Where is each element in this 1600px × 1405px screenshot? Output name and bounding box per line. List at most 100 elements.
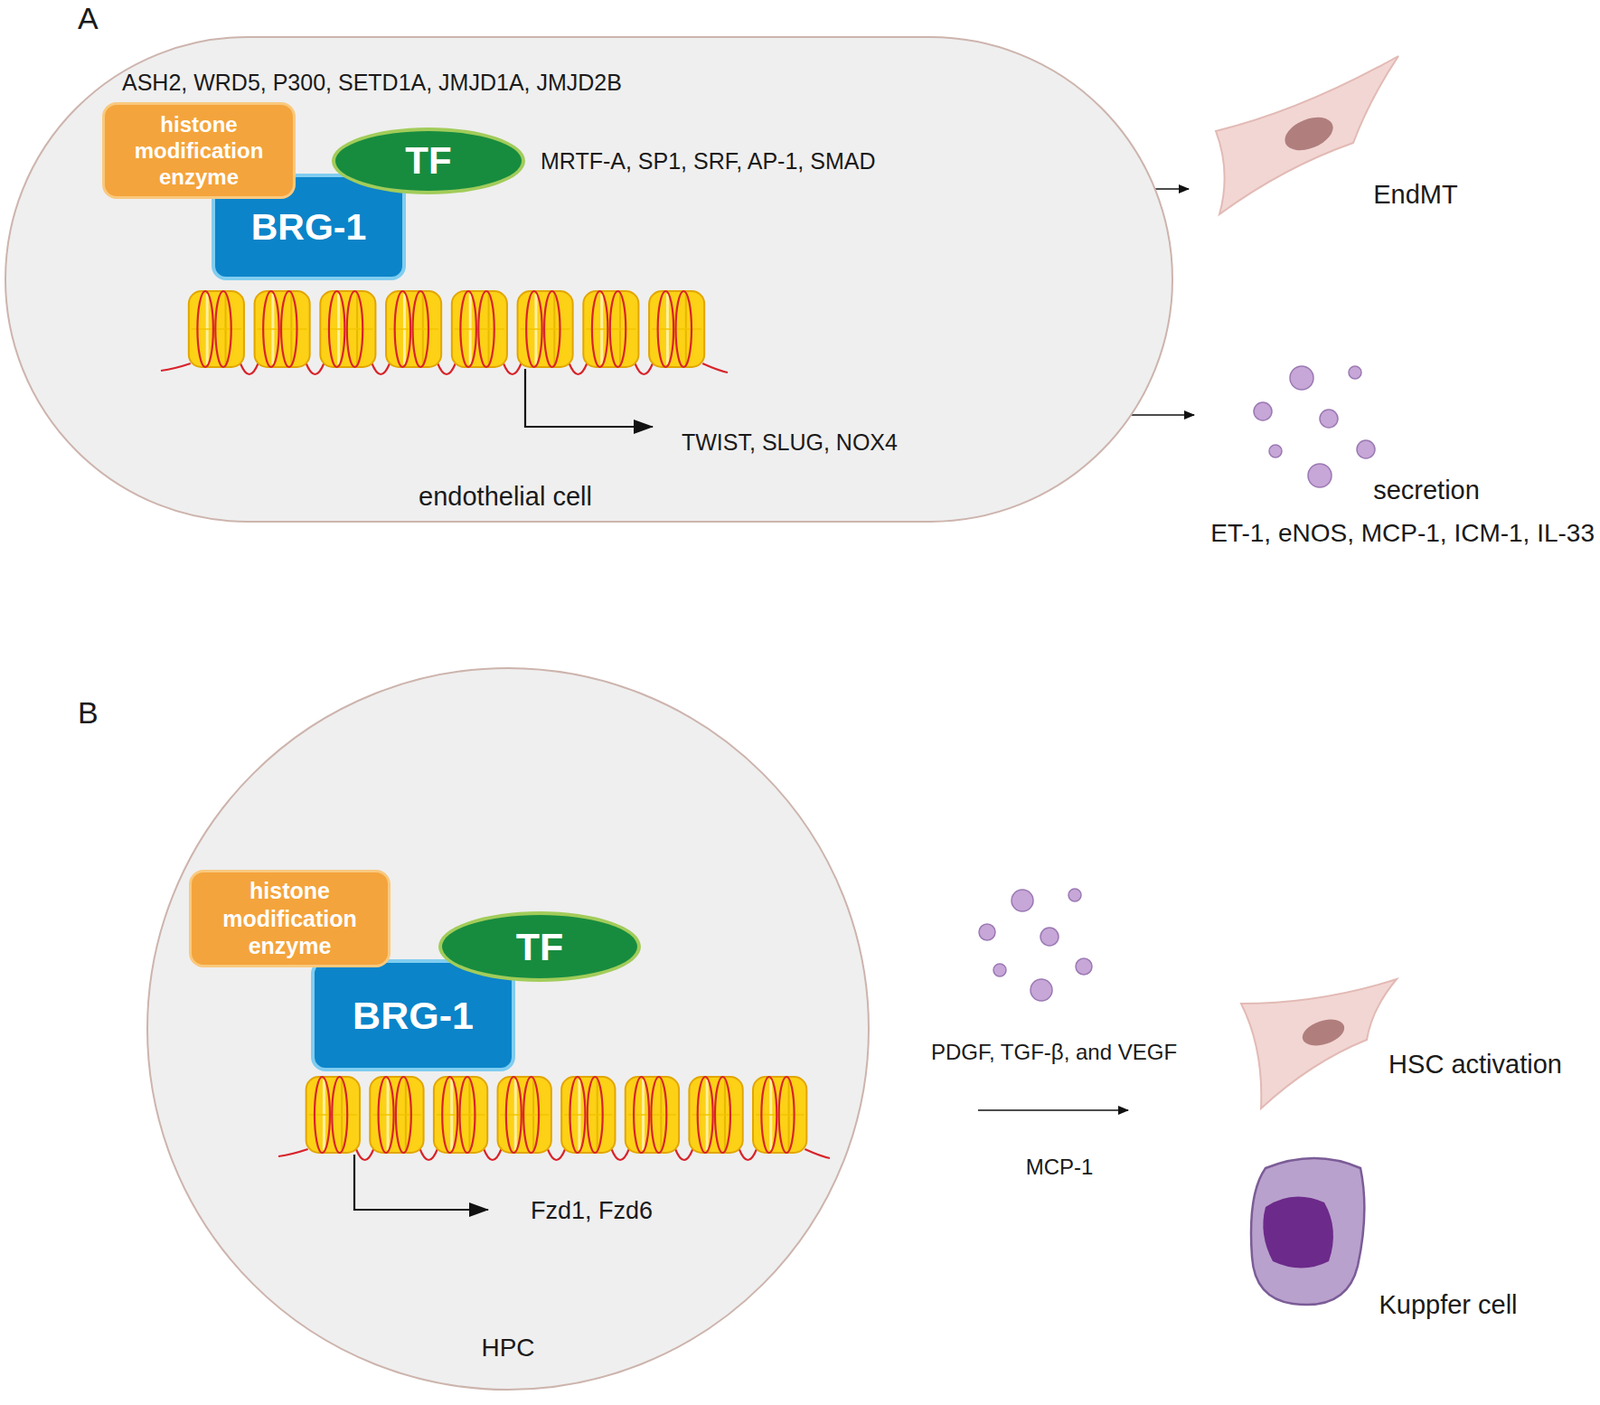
cell-label: HPC: [480, 1332, 535, 1364]
dna-linker: [634, 363, 653, 375]
panel-letter: B: [77, 694, 99, 732]
nucleosome-stripe: [769, 1079, 772, 1150]
nucleosome-stripe: [450, 1079, 453, 1150]
dna-wrap: [658, 291, 674, 368]
enzyme-box: histone modification enzyme: [188, 869, 391, 968]
secreted-factor-dot: [1319, 409, 1338, 428]
nucleosome-stripe: [337, 293, 340, 365]
cell-label: Kuppfer cell: [1378, 1289, 1517, 1321]
panel-letter: A: [77, 0, 99, 38]
nucleosome: [254, 291, 311, 368]
nucleosome-stripe: [225, 293, 227, 365]
secreted-factor-dot: [1011, 889, 1034, 912]
nucleosome-stripe: [520, 328, 571, 330]
annotation-label: MRTF-A, SP1, SRF, AP-1, SMAD: [540, 147, 876, 175]
cell-label: EndMT: [1373, 178, 1458, 211]
nucleosome: [498, 1076, 552, 1153]
transcription-factor: TF: [438, 911, 641, 982]
secreted-factor-dot: [1308, 463, 1332, 488]
box-label: BRG-1: [244, 204, 375, 250]
dna-wrap: [263, 291, 279, 368]
dna-wrap: [347, 291, 363, 368]
nucleosome-stripe: [340, 1079, 343, 1150]
annotation-label: PDGF, TGF-β, and VEGF: [931, 1039, 1177, 1066]
nucleosome-stripe: [386, 1079, 390, 1150]
box-label: TF: [397, 137, 459, 184]
annotation-label: ASH2, WRD5, P300, SETD1A, JMJD1A, JMJD2B: [122, 68, 622, 96]
dna-end: [702, 363, 728, 373]
box-label: TF: [508, 922, 572, 970]
nucleosome-stripe: [628, 1113, 677, 1116]
dna-linker: [503, 363, 522, 375]
dna-wrap: [460, 1076, 476, 1153]
secreted-factor-dot: [1253, 402, 1272, 421]
dna-linker: [483, 1148, 501, 1160]
nucleosome: [649, 291, 705, 368]
secreted-factor-dot: [1040, 927, 1059, 946]
box-label: histone modification enzyme: [191, 876, 388, 960]
secreted-factor-dot: [1269, 444, 1282, 458]
nucleosome: [561, 1076, 615, 1153]
nucleosome-stripe: [619, 293, 622, 365]
annotation-label: ET-1, eNOS, MCP-1, ICM-1, IL-33: [1210, 517, 1595, 549]
dna-linker: [611, 1148, 629, 1160]
stellate-cell: [1241, 978, 1397, 1109]
nucleosome-stripe: [691, 1113, 740, 1116]
dna-linker: [437, 363, 456, 375]
nucleosome-stripe: [488, 293, 490, 365]
nucleosome-stripe: [454, 328, 505, 330]
nucleosome-stripe: [596, 1079, 599, 1150]
dna-wrap: [197, 291, 213, 368]
hsc-cell: HSC activation: [1236, 974, 1581, 1112]
nucleosome: [583, 291, 639, 368]
nucleosome-stripe: [356, 293, 358, 365]
nucleosome-stripe: [290, 293, 292, 365]
secreted-factor-dot: [1075, 958, 1092, 975]
nucleosome-stripe: [271, 293, 274, 365]
secreted-factor-dot: [1289, 366, 1314, 390]
nucleosome-stripe: [436, 1113, 485, 1116]
dna-wrap: [633, 1076, 650, 1153]
nucleosome: [688, 1076, 743, 1153]
nucleosome-stripe: [322, 1079, 326, 1150]
nucleosome: [451, 291, 508, 368]
endothelial-cell: endothelial cellhistone modification enz…: [4, 36, 1174, 523]
enzyme-box: histone modification enzyme: [102, 102, 296, 199]
nucleosome: [320, 291, 376, 368]
dna-linker: [306, 363, 325, 375]
secreted-factor-dot: [1348, 366, 1362, 379]
nucleosome-stripe: [755, 1113, 804, 1116]
nucleosome-stripe: [514, 1079, 518, 1150]
arrow: [978, 1109, 1129, 1111]
annotation-label: secretion: [1373, 474, 1480, 507]
kupffer-cell-body: [1251, 1157, 1365, 1305]
secreted-factor-dot: [1030, 978, 1053, 1001]
nucleosome-stripe: [666, 293, 669, 365]
nucleosome-stripe: [469, 293, 472, 365]
nucleosome: [188, 291, 245, 368]
dna-wrap: [569, 1076, 585, 1153]
dna-wrap: [378, 1076, 395, 1153]
transcription-arrow: [354, 1154, 489, 1210]
dna-wrap: [650, 1076, 667, 1153]
annotation-label: MCP-1: [1025, 1154, 1094, 1181]
dna-end: [804, 1148, 830, 1158]
dna-wrap: [460, 291, 476, 368]
nucleosome: [752, 1076, 807, 1153]
dna-wrap: [395, 1076, 412, 1153]
dna-wrap: [715, 1076, 731, 1153]
dna-wrap: [523, 1076, 539, 1153]
dna-linker: [371, 363, 390, 375]
dna-end: [160, 363, 191, 371]
nucleosome-stripe: [553, 293, 556, 365]
nucleosome-stripe: [468, 1079, 471, 1150]
nucleosome-stripe: [257, 328, 308, 330]
transcription-arrow: [525, 368, 653, 427]
kupffer-cell: Kuppfer cell: [1245, 1153, 1553, 1326]
nucleosome-stripe: [651, 328, 702, 330]
dna-linker: [569, 363, 588, 375]
secreted-factor-dot: [1356, 440, 1375, 459]
dna-linker: [356, 1148, 374, 1160]
nucleosome-stripe: [206, 293, 209, 365]
dna-wrap: [676, 291, 692, 368]
